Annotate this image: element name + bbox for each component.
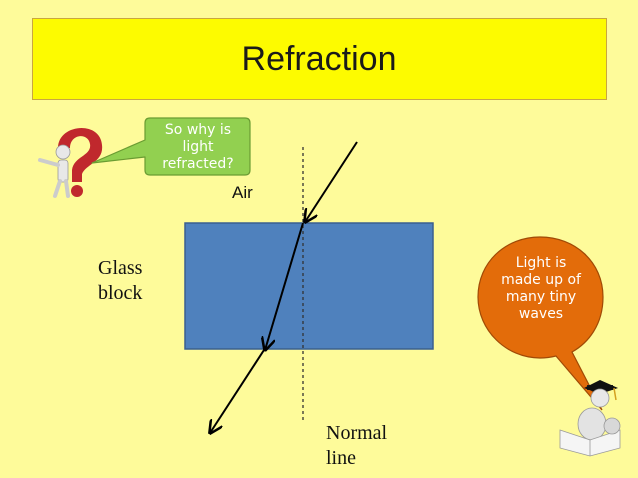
question-line: So why is [164, 122, 232, 138]
answer-bubble-text: Light is made up of many tiny waves [482, 255, 600, 323]
incident-ray [305, 141, 358, 222]
question-speech-bubble [91, 117, 251, 176]
title-bar [32, 18, 607, 100]
refracted-ray [265, 222, 304, 350]
question-bubble-text: So why is light refracted? [147, 122, 249, 173]
glass-block [184, 222, 434, 350]
normal-line-label: Normal line [326, 421, 387, 471]
reading-graduate-figure-icon [559, 380, 621, 457]
emergent-ray [210, 349, 265, 433]
glass-block-label: Glass block [98, 256, 142, 306]
normal-label-line: line [326, 447, 356, 469]
air-label: Air [232, 183, 253, 202]
glass-label-line: Glass [98, 257, 143, 279]
answer-speech-bubble [477, 236, 604, 411]
answer-line: Light is [515, 255, 567, 271]
glass-label-line: block [98, 282, 143, 304]
thinking-figure-question-mark-icon [38, 128, 103, 198]
slide-title: Refraction [241, 40, 397, 78]
question-line: light [182, 139, 214, 155]
question-line: refracted? [162, 156, 234, 172]
answer-line: waves [518, 306, 564, 322]
answer-line: many tiny [505, 289, 577, 305]
answer-line: made up of [501, 272, 581, 288]
normal-label-line: Normal [326, 422, 388, 444]
